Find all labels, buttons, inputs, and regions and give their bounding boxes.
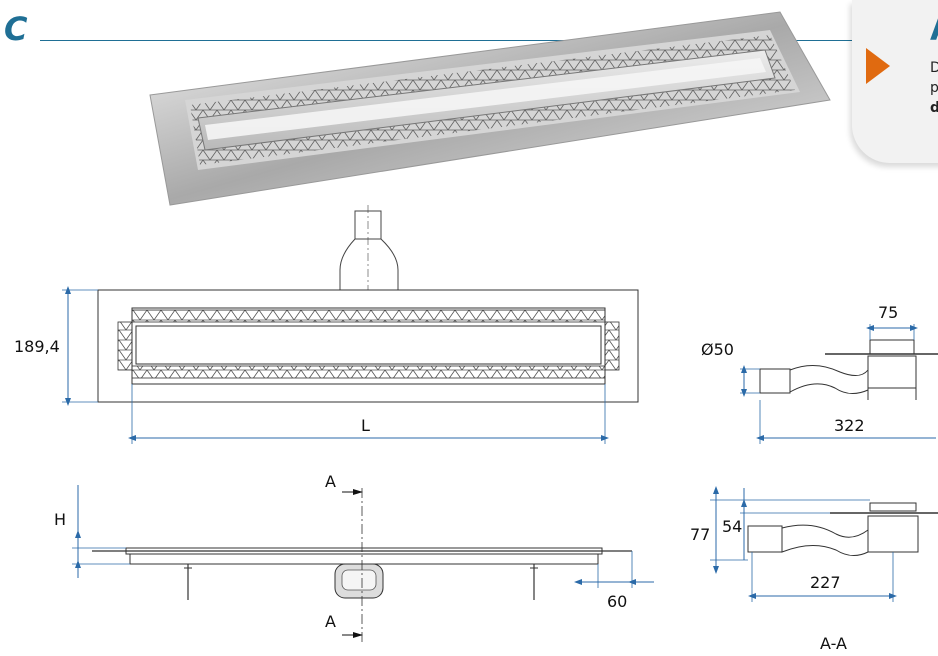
callout-title: A — [930, 10, 938, 48]
side-view — [740, 324, 938, 444]
elevation-offset-label: 60 — [607, 592, 628, 611]
callout-arrow-icon — [866, 48, 890, 84]
callout-line-2: p — [930, 80, 938, 96]
section-title: A-A — [820, 634, 847, 653]
plan-length-label: L — [361, 416, 370, 435]
section-rule — [40, 40, 860, 41]
section-length-label: 227 — [810, 573, 841, 592]
section-marker-bottom: A — [325, 612, 336, 631]
callout-line-1: D — [930, 60, 938, 76]
section-outlet-height-label: 54 — [722, 517, 743, 536]
elevation-height-label: H — [54, 510, 67, 529]
section-overall-height-label: 77 — [690, 525, 711, 544]
plan-view — [62, 205, 639, 444]
section-view — [710, 486, 938, 602]
side-outlet-width-label: 75 — [878, 303, 899, 322]
elevation-view — [72, 485, 654, 645]
callout-line-3: d — [930, 100, 938, 116]
section-letter: C — [4, 10, 28, 48]
side-diameter-label: Ø50 — [701, 340, 734, 359]
plan-height-label: 189,4 — [14, 337, 60, 356]
side-length-label: 322 — [834, 416, 865, 435]
section-marker-top: A — [325, 472, 336, 491]
product-photo — [149, 11, 831, 206]
